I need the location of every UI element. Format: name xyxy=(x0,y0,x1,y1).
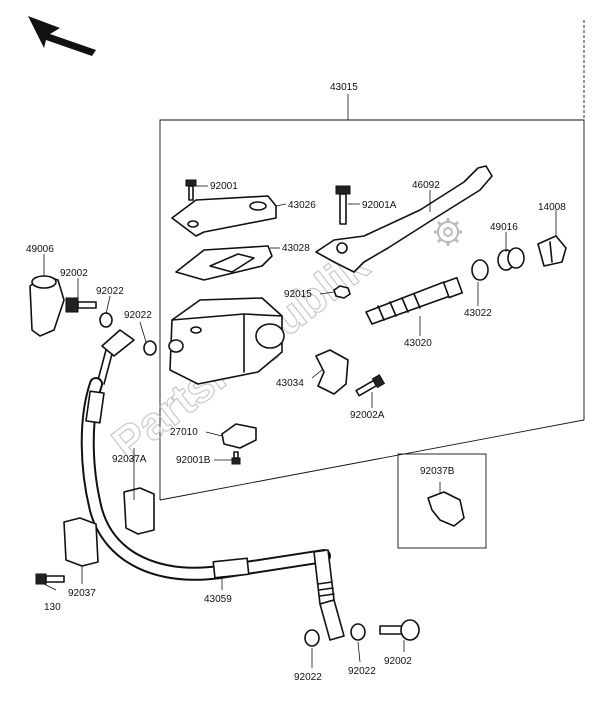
washer-top-2 xyxy=(143,340,157,356)
callout-92015: 92015 xyxy=(284,289,312,300)
callout-46092: 46092 xyxy=(412,180,440,191)
lever-pivot xyxy=(336,242,348,254)
leader-lines xyxy=(43,185,557,668)
callout-49006: 49006 xyxy=(26,244,54,255)
piston-assembly xyxy=(365,276,464,325)
inset-frame-92037B xyxy=(397,453,487,549)
callout-92037: 92037 xyxy=(68,588,96,599)
cap-hole xyxy=(187,220,199,228)
washer-bottom-1 xyxy=(304,629,320,647)
brake-switch xyxy=(221,423,257,449)
callout-92037A: 92037A xyxy=(112,454,147,465)
callout-14008: 14008 xyxy=(538,202,566,213)
callout-43026: 43026 xyxy=(288,200,316,211)
bushing xyxy=(497,247,525,271)
clamp-bolt xyxy=(355,374,386,397)
callout-92002-bottom: 92002 xyxy=(384,656,412,667)
washer-top-1 xyxy=(99,312,113,328)
diaphragm-plate xyxy=(175,245,273,281)
assembly-frame xyxy=(159,119,585,501)
handlebar-clamp xyxy=(315,349,349,395)
callout-92002A: 92002A xyxy=(350,410,385,421)
clamp-bolt-130 xyxy=(35,573,65,585)
cap-boss xyxy=(249,201,267,211)
callout-92022-a: 92022 xyxy=(96,286,124,297)
washer-bottom-2 xyxy=(350,623,366,641)
nut xyxy=(333,285,351,299)
dust-boot xyxy=(537,235,567,267)
callout-92002-top: 92002 xyxy=(60,268,88,279)
gear-watermark-icon xyxy=(434,218,462,246)
direction-arrow-icon xyxy=(28,16,96,56)
lever-pivot-bolt xyxy=(335,185,351,225)
callout-92001: 92001 xyxy=(210,181,238,192)
hose-clamp-92037A xyxy=(123,487,155,535)
callout-92022-b: 92022 xyxy=(124,310,152,321)
cap-screw xyxy=(185,179,197,201)
callout-43028: 43028 xyxy=(282,243,310,254)
callout-43034: 43034 xyxy=(276,378,304,389)
callout-92022-d: 92022 xyxy=(348,666,376,677)
callout-43015: 43015 xyxy=(330,82,358,93)
callout-92001B: 92001B xyxy=(176,455,211,466)
banjo-cap xyxy=(29,275,65,337)
callout-43059: 43059 xyxy=(204,594,232,605)
brake-hose xyxy=(80,329,345,641)
master-cylinder-body xyxy=(168,297,285,385)
hose-clamp-92037 xyxy=(63,517,99,567)
banjo-bolt-top xyxy=(65,297,97,313)
callout-49016: 49016 xyxy=(490,222,518,233)
callout-43022: 43022 xyxy=(464,308,492,319)
callout-130: 130 xyxy=(44,602,61,613)
banjo-bolt-bottom xyxy=(379,619,420,641)
diaphragm-opening xyxy=(209,253,255,273)
callout-92022-c: 92022 xyxy=(294,672,322,683)
callout-92001A: 92001A xyxy=(362,200,397,211)
brake-lever xyxy=(315,165,493,273)
washer-43022 xyxy=(471,259,489,281)
callout-43020: 43020 xyxy=(404,338,432,349)
callout-92037B: 92037B xyxy=(420,466,455,477)
hose-clamp-92037B xyxy=(427,491,465,527)
switch-screw xyxy=(231,451,241,465)
callout-27010: 27010 xyxy=(170,427,198,438)
